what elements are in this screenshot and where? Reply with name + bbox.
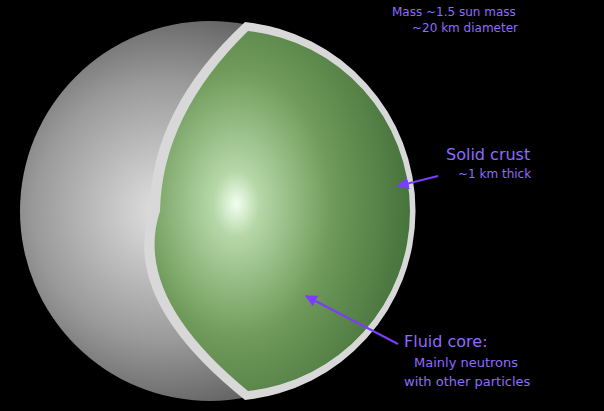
crust-cut — [144, 22, 415, 400]
core-cut — [155, 31, 410, 391]
composition-note: Mainly neutrons — [414, 356, 518, 371]
part-name: Solid crust — [446, 146, 530, 164]
thickness-note: ~1 km thick — [458, 168, 531, 182]
leader-line — [398, 176, 438, 186]
composition-note: with other particles — [404, 375, 530, 390]
diameter-note: ~20 km diameter — [412, 22, 518, 36]
mass-note: Mass ~1.5 sun mass — [392, 6, 516, 20]
part-name: Fluid core: — [404, 333, 488, 351]
leader-line — [306, 296, 398, 344]
